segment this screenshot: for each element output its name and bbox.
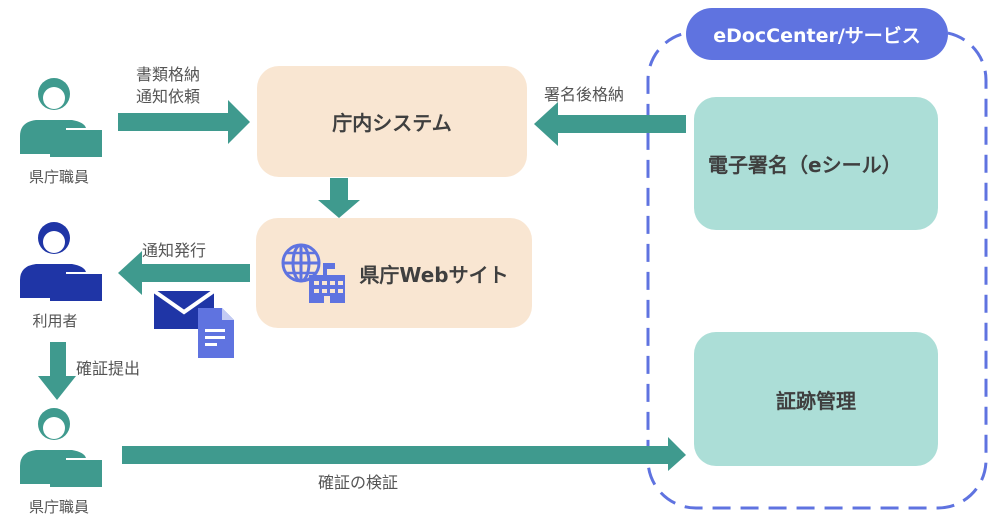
flow-label-store-request-2: 通知依頼 (136, 87, 201, 106)
user-icon (16, 218, 102, 304)
internal-system-label: 庁内システム (332, 111, 452, 135)
evidence-management-label: 証跡管理 (776, 388, 856, 413)
e-signature-box: 電子署名（eシール） (694, 97, 938, 230)
actor-label-user: 利用者 (32, 312, 78, 330)
arrow-system-to-website (318, 178, 360, 218)
arrow-submit-proof (38, 342, 76, 400)
globe-building-icon (279, 241, 351, 305)
evidence-management-box: 証跡管理 (694, 332, 938, 466)
arrow-issue-notice (118, 251, 250, 295)
website-box: 県庁Webサイト (256, 218, 532, 328)
flow-label-submit-proof: 確証提出 (76, 359, 141, 378)
staff-icon-bottom (16, 404, 102, 490)
service-group-title: eDocCenter/サービス (686, 8, 948, 60)
actor-label-staff-bottom: 県庁職員 (28, 498, 89, 516)
internal-system-box: 庁内システム (257, 66, 527, 177)
e-signature-label: 電子署名（eシール） (708, 153, 902, 177)
flow-label-store-request-1: 書類格納 (136, 65, 201, 84)
website-label: 県庁Webサイト (359, 262, 509, 287)
arrow-store-request (118, 100, 250, 144)
document-icon (198, 308, 234, 358)
arrow-store-after-sign (534, 102, 686, 146)
actor-label-staff-top: 県庁職員 (28, 168, 89, 186)
arrow-verify-proof (122, 437, 686, 471)
flow-label-verify-proof: 確証の検証 (318, 473, 399, 492)
staff-icon-top (16, 74, 102, 160)
flow-label-store-after-sign: 署名後格納 (544, 85, 625, 104)
flow-label-issue-notice: 通知発行 (142, 241, 207, 260)
